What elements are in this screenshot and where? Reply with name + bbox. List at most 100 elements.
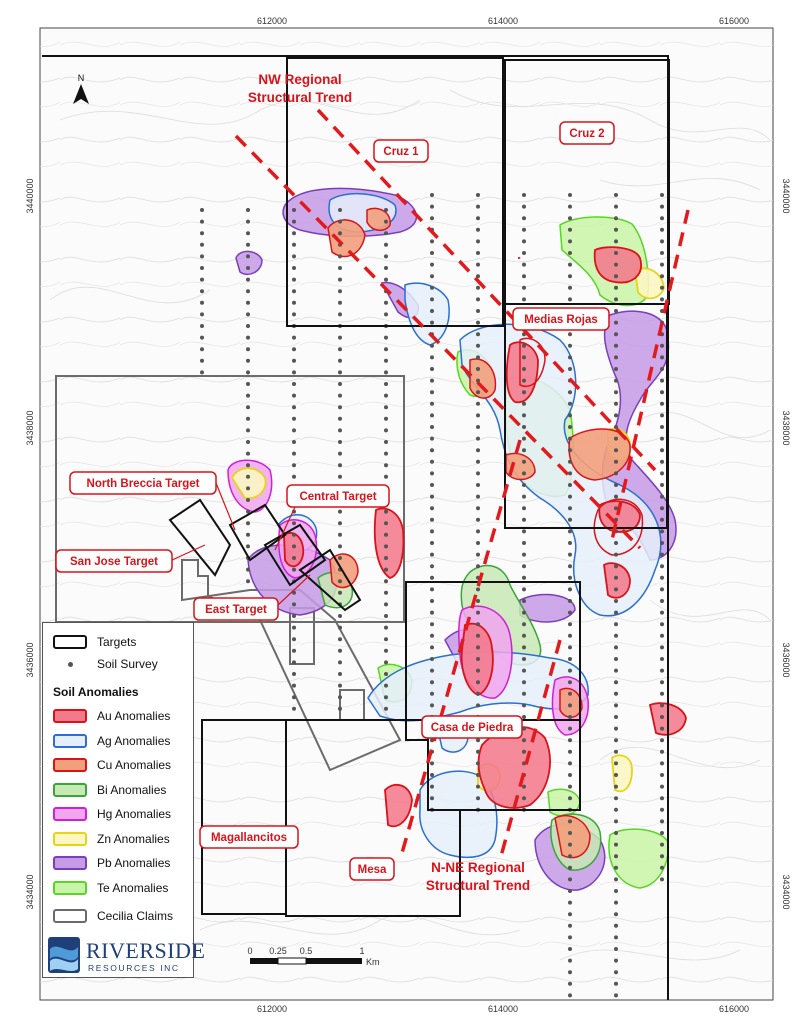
- soil-sample-point: [476, 564, 480, 569]
- soil-sample-point: [292, 440, 296, 444]
- soil-sample-point: [338, 231, 342, 236]
- soil-sample-point: [430, 204, 434, 209]
- soil-sample-point: [522, 529, 526, 534]
- soil-sample-point: [430, 610, 434, 615]
- soil-sample-point: [338, 672, 342, 676]
- soil-sample-point: [660, 715, 664, 719]
- scale-bar: 0 0.25 0.5 1 Km: [247, 946, 379, 967]
- soil-sample-point: [568, 343, 572, 348]
- soil-sample-point: [660, 819, 664, 824]
- soil-sample-point: [568, 680, 572, 685]
- soil-sample-point: [384, 463, 388, 468]
- targets-swatch: [53, 635, 87, 649]
- soil-sample-point: [568, 796, 572, 801]
- soil-sample-point: [292, 312, 296, 317]
- soil-sample-point: [338, 405, 342, 410]
- soil-sample-point: [338, 660, 342, 665]
- soil-sample-point: [384, 602, 388, 607]
- cu-anomalies: [327, 207, 631, 859]
- soil-sample-point: [614, 691, 618, 696]
- soil-sample-point: [384, 556, 388, 560]
- legend-cecilia-row: Cecilia Claims: [53, 907, 173, 925]
- soil-sample-point: [660, 471, 664, 476]
- legend-anomaly-row: Au Anomalies: [53, 707, 170, 725]
- soil-sample-point: [384, 382, 388, 386]
- soil-sample-point: [430, 796, 434, 801]
- nne-trend-line: [398, 439, 522, 861]
- soil-sample-point: [292, 416, 296, 421]
- legend-soil-survey-row: Soil Survey: [53, 655, 158, 673]
- soil-sample-point: [292, 637, 296, 642]
- soil-sample-point: [568, 865, 572, 870]
- soil-sample-point: [476, 645, 480, 650]
- soil-sample-point: [522, 193, 526, 197]
- nw-trend-line: [234, 134, 642, 550]
- central-outline: [228, 503, 287, 562]
- soil-sample-point: [384, 544, 388, 549]
- soil-sample-point: [522, 564, 526, 569]
- soil-sample-point: [568, 459, 572, 464]
- logo-subtitle: RESOURCES INC: [88, 963, 180, 973]
- soil-sample-point: [246, 219, 250, 224]
- soil-sample-point: [430, 239, 434, 244]
- soil-sample-point: [430, 494, 434, 499]
- soil-sample-point: [614, 552, 618, 557]
- anomaly-label: Ag Anomalies: [97, 733, 171, 748]
- soil-sample-point: [660, 401, 664, 406]
- soil-sample-point: [660, 865, 664, 870]
- san-jose-outline: [263, 523, 327, 587]
- soil-sample-point: [476, 297, 480, 302]
- soil-sample-point: [430, 459, 434, 464]
- soil-sample-point: [568, 471, 572, 476]
- soil-sample-point: [522, 459, 526, 464]
- anomaly-swatch: [53, 880, 87, 895]
- soil-sample-point: [430, 691, 434, 696]
- soil-sample-point: [384, 683, 388, 688]
- soil-sample-point: [246, 300, 250, 305]
- soil-sample-point: [338, 219, 342, 224]
- soil-sample-point: [430, 564, 434, 569]
- mesa-outline: [285, 719, 461, 917]
- soil-sample-point: [568, 401, 572, 406]
- legend-targets-row: Targets: [53, 633, 136, 651]
- soil-sample-point: [338, 277, 342, 282]
- soil-sample-point: [384, 532, 388, 537]
- soil-sample-point: [522, 575, 526, 580]
- soil-sample-point: [430, 680, 434, 685]
- soil-sample-point: [476, 390, 480, 395]
- soil-sample-point: [384, 567, 388, 572]
- soil-sample-point: [568, 819, 572, 824]
- soil-sample-point: [522, 204, 526, 209]
- soil-sample-point: [476, 413, 480, 418]
- soil-sample-point: [430, 668, 434, 673]
- soil-sample-point: [476, 761, 480, 766]
- easting-label: 616000: [719, 16, 749, 26]
- soil-sample-point: [660, 343, 664, 348]
- scale-tick: 0.5: [300, 946, 313, 956]
- svg-text:Cruz 2: Cruz 2: [569, 128, 604, 140]
- soil-sample-point: [476, 355, 480, 360]
- east-label: East Target: [193, 574, 311, 621]
- soil-sample-point: [430, 390, 434, 395]
- soil-sample-point: [430, 367, 434, 371]
- soil-sample-point: [476, 448, 480, 453]
- soil-sample-point: [476, 657, 480, 661]
- soil-sample-point: [430, 784, 434, 789]
- soil-sample-point: [338, 706, 342, 711]
- soil-sample-point: [568, 935, 572, 940]
- legend-cecilia-label: Cecilia Claims: [97, 909, 174, 923]
- soil-sample-point: [476, 425, 480, 429]
- easting-labels-bottom: 612000 614000 616000: [257, 1004, 749, 1014]
- svg-text:San Jose Target: San Jose Target: [70, 556, 158, 568]
- soil-sample-point: [476, 204, 480, 209]
- soil-sample-point: [430, 262, 434, 267]
- soil-sample-point: [292, 648, 296, 653]
- soil-sample-point: [476, 343, 480, 348]
- soil-sample-point: [384, 695, 388, 700]
- soil-sample-point: [476, 517, 480, 522]
- soil-sample-point: [568, 703, 572, 708]
- soil-sample-point: [522, 622, 526, 627]
- soil-sample-point: [568, 831, 572, 835]
- soil-sample-point: [292, 695, 296, 700]
- soil-sample-point: [476, 483, 480, 487]
